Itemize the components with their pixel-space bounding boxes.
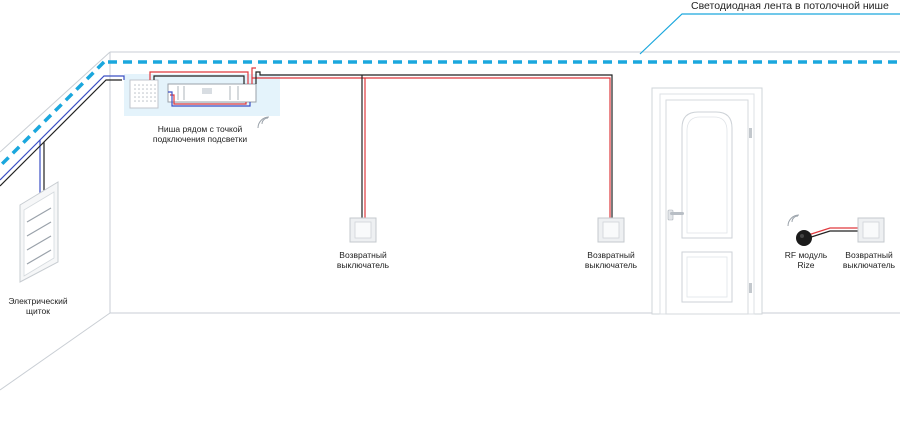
rf-module-label-line1: RF модуль <box>784 250 828 260</box>
wires <box>0 67 860 240</box>
switch-2-label-line1: Возвратный <box>587 250 635 260</box>
electrical-panel <box>19 181 59 283</box>
power-supply <box>129 79 159 109</box>
rf-module-label-line2: Rize <box>797 260 815 270</box>
panel-label-line1: Электрический <box>8 296 68 306</box>
niche-label-line2: подключения подсветки <box>152 134 248 144</box>
switch-1[interactable] <box>349 217 377 243</box>
switch-2[interactable] <box>597 217 625 243</box>
niche-label: Ниша рядом с точкой подключения подсветк… <box>140 124 260 144</box>
switch-3-label-line2: выключатель <box>842 260 896 270</box>
rf-module <box>796 230 812 246</box>
panel-label: Электрический щиток <box>0 296 76 316</box>
door-handle-icon[interactable] <box>667 209 684 221</box>
rf-signal-icon <box>787 214 800 227</box>
led-strip-leader <box>639 13 900 55</box>
switch-3-label: Возвратный выключатель <box>838 250 900 270</box>
switch-1-label-line2: выключатель <box>336 260 390 270</box>
led-strip <box>0 60 900 168</box>
switch-1-label-line1: Возвратный <box>339 250 387 260</box>
switch-3[interactable] <box>857 217 885 243</box>
door <box>651 87 763 315</box>
panel-label-line2: щиток <box>26 306 50 316</box>
rf-module-label: RF модуль Rize <box>776 250 836 270</box>
niche-label-line1: Ниша рядом с точкой <box>157 124 243 134</box>
led-strip-label: Светодиодная лента в потолочной нише <box>691 0 889 12</box>
controller-module <box>167 83 257 103</box>
switch-2-label: Возвратный выключатель <box>576 250 646 270</box>
switch-1-label: Возвратный выключатель <box>328 250 398 270</box>
switch-3-label-line1: Возвратный <box>845 250 893 260</box>
switch-2-label-line2: выключатель <box>584 260 638 270</box>
wireless-signal-icon <box>257 116 270 129</box>
room-walls <box>0 51 900 391</box>
